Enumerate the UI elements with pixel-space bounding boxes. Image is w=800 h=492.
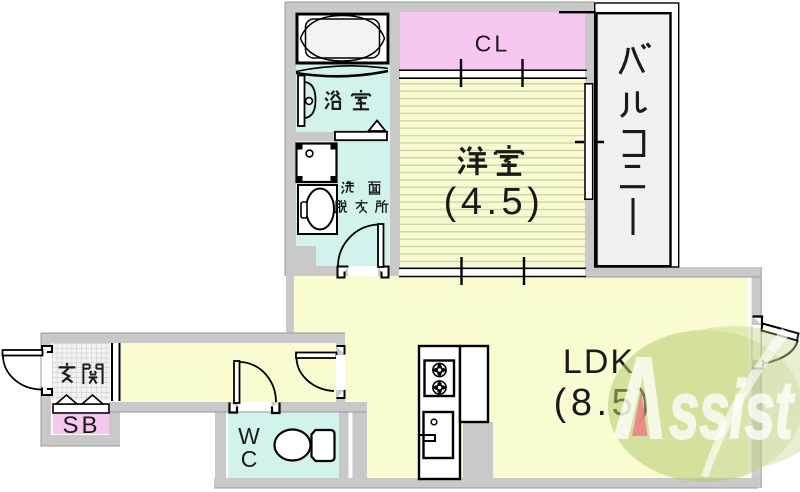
- svg-text:CL: CL: [475, 31, 510, 57]
- svg-text:(4.5): (4.5): [444, 181, 545, 223]
- svg-text:W: W: [238, 423, 260, 449]
- svg-text:SB: SB: [62, 412, 100, 439]
- svg-text:C: C: [241, 446, 258, 472]
- svg-text:ssist: ssist: [669, 365, 795, 456]
